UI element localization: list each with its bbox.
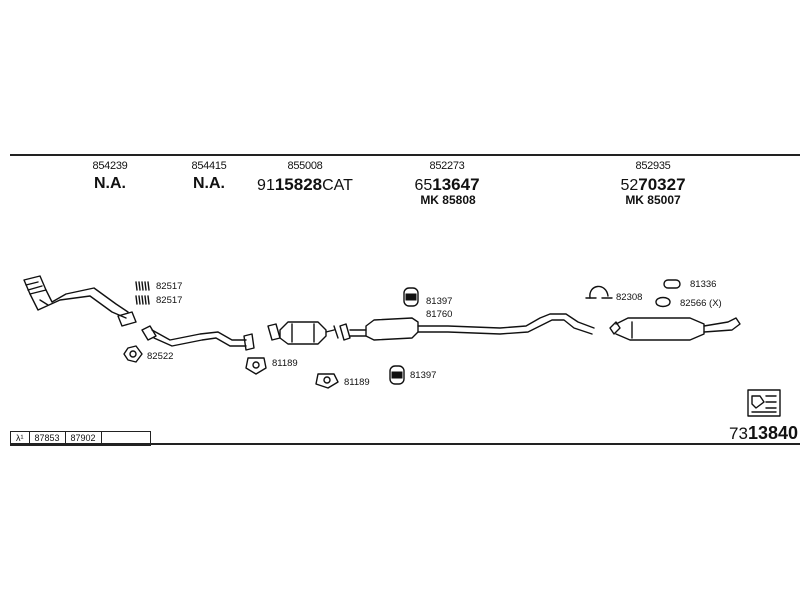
- top-rule: [10, 154, 800, 156]
- table-cell-2: 87902: [66, 432, 102, 445]
- gasket-81189-right-icon: [315, 373, 339, 389]
- bottom-rule: [10, 443, 800, 445]
- label-82522: 82522: [147, 351, 174, 362]
- gasket-82522-icon: [123, 345, 143, 363]
- label-82308: 82308: [616, 292, 643, 303]
- diagram-number: 7313840: [729, 423, 798, 443]
- vehicle-logo-icon: [747, 389, 781, 417]
- label-81336: 81336: [690, 279, 717, 290]
- gasket-81189-left-icon: [245, 357, 267, 375]
- mounting-81397-upper-icon: [403, 287, 419, 307]
- label-81189-right: 81189: [344, 377, 370, 388]
- mounting-81397-lower-icon: [389, 365, 405, 385]
- ref-852273: 852273: [429, 160, 465, 172]
- na-2: N.A.: [193, 175, 225, 192]
- table-cell-3: [102, 432, 150, 445]
- lambda-symbol: λ¹: [11, 432, 30, 445]
- label-81397-lower: 81397: [410, 370, 437, 381]
- mk-85007: MK 85007: [625, 193, 681, 207]
- label-81397-upper: 81397: [426, 296, 453, 307]
- label-82517-upper: 82517: [156, 281, 183, 292]
- lambda-table: λ¹ 87853 87902: [10, 431, 151, 446]
- ref-854415: 854415: [191, 160, 227, 172]
- label-81760: 81760: [426, 309, 453, 320]
- label-81189-left: 81189: [272, 358, 298, 369]
- part-number-13647: 6513647: [414, 175, 480, 194]
- centre-silencer-drawing: [339, 313, 595, 341]
- front-pipe-drawing: [23, 275, 137, 327]
- mounting-81336-icon: [663, 279, 681, 289]
- ref-852935: 852935: [635, 160, 671, 172]
- label-82566: 82566 (X): [680, 298, 722, 309]
- catalytic-converter-drawing: [267, 321, 339, 345]
- part-number-70327: 5270327: [620, 175, 686, 194]
- intermediate-pipe-drawing: [141, 325, 255, 351]
- rear-silencer-drawing: [609, 317, 741, 341]
- ref-854239: 854239: [92, 160, 128, 172]
- mk-85808: MK 85808: [420, 193, 476, 207]
- table-cell-1: 87853: [30, 432, 66, 445]
- label-82517-lower: 82517: [156, 295, 183, 306]
- clip-82566-icon: [655, 296, 671, 308]
- part-number-15828: 9115828CAT: [257, 175, 353, 194]
- clamp-82308-icon: [585, 285, 613, 299]
- ref-855008: 855008: [287, 160, 323, 172]
- clamp-82517-icons: [135, 281, 150, 305]
- na-1: N.A.: [94, 175, 126, 192]
